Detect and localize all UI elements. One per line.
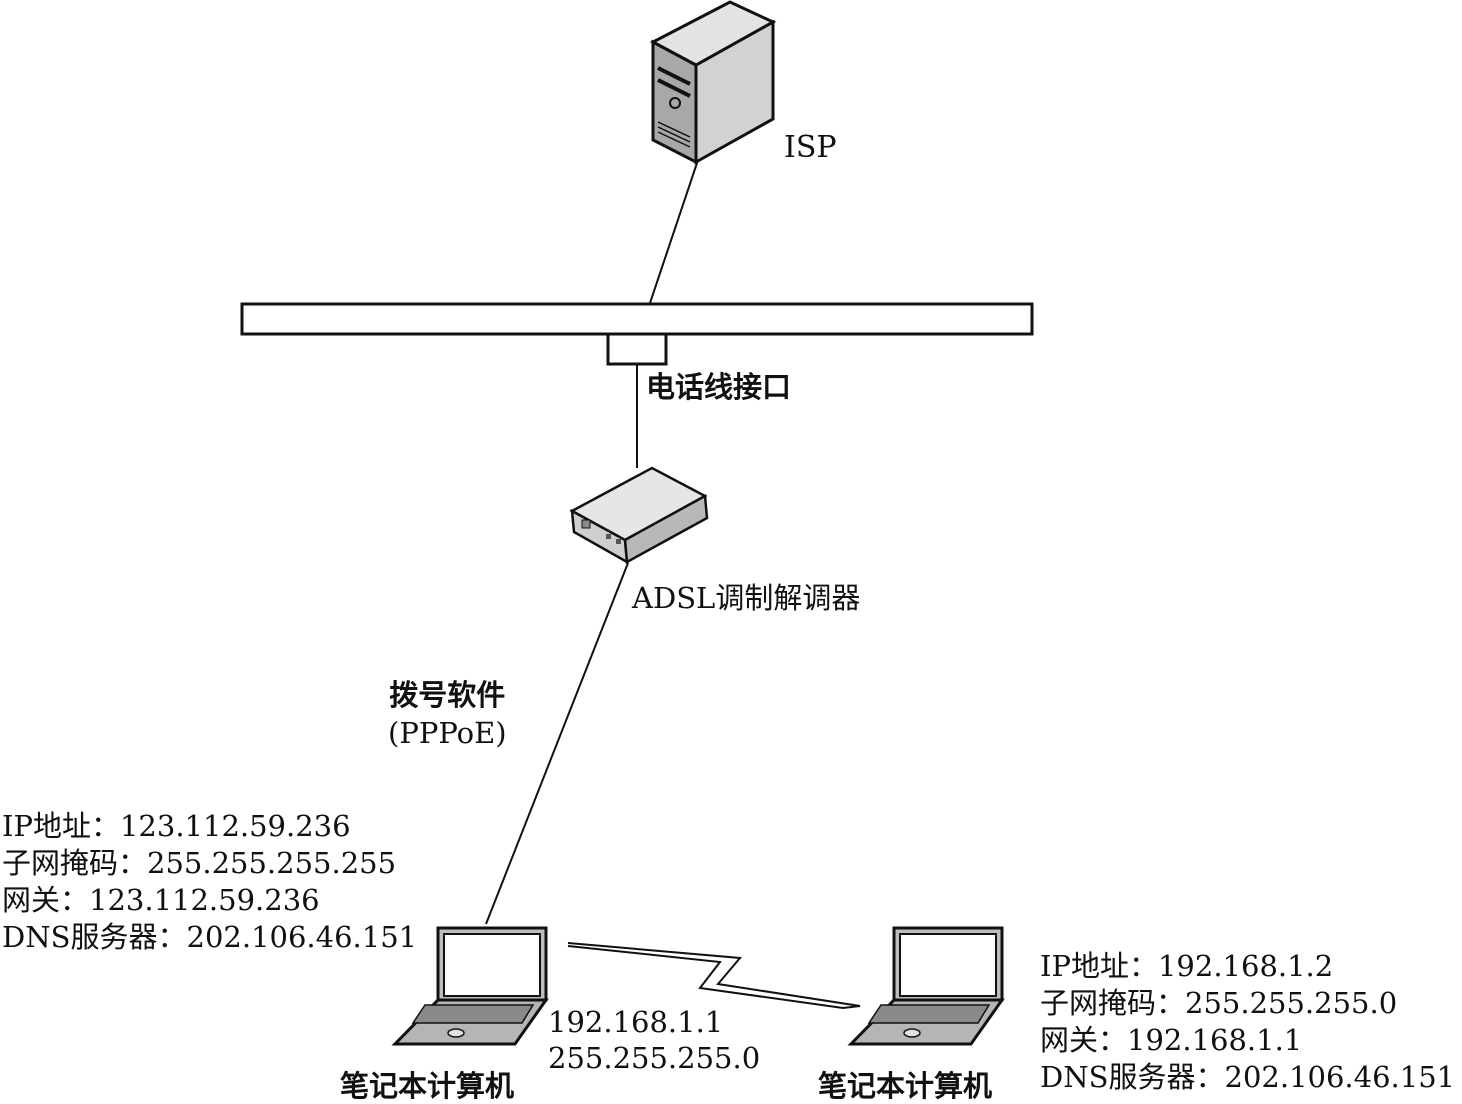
left-lan-mask: 255.255.255.0 (548, 1041, 761, 1075)
isp-label: ISP (784, 130, 837, 165)
modem-label-text: ADSL调制解调器 (632, 581, 861, 615)
dialer-label: 拨号软件 (PPPoE) (388, 676, 507, 752)
right-gateway: 网关：192.168.1.1 (1040, 1023, 1303, 1057)
dialer-label-line1: 拨号软件 (389, 678, 506, 712)
left-dns-server: DNS服务器：202.106.46.151 (2, 920, 418, 954)
right-laptop-config: IP地址：192.168.1.2 子网掩码：255.255.255.0 网关：1… (1040, 948, 1455, 1096)
left-ip-address: IP地址：123.112.59.236 (2, 809, 351, 843)
left-laptop-label: 笔记本计算机 (340, 1069, 515, 1103)
left-laptop-config: IP地址：123.112.59.236 子网掩码：255.255.255.255… (2, 808, 417, 956)
laptop-left-icon (391, 926, 549, 1046)
left-subnet-mask: 子网掩码：255.255.255.255 (2, 846, 397, 880)
modem-to-laptop-connector (485, 562, 629, 925)
isp-to-line-connector (649, 159, 699, 304)
left-gateway: 网关：123.112.59.236 (2, 883, 320, 917)
dialer-label-line2: (PPPoE) (388, 716, 507, 750)
laptop-right-icon (847, 926, 1005, 1046)
phone-jack (606, 332, 668, 366)
server-icon (649, 0, 777, 165)
modem-label: ADSL调制解调器 (632, 580, 860, 616)
phone-line-bar (240, 302, 1034, 336)
modem-icon (569, 466, 709, 565)
right-dns-server: DNS服务器：202.106.46.151 (1040, 1060, 1456, 1094)
left-lan-ip: 192.168.1.1 (548, 1005, 724, 1039)
right-laptop-label: 笔记本计算机 (818, 1069, 993, 1103)
left-laptop-lan-config: 192.168.1.1 255.255.255.0 (548, 1004, 760, 1076)
right-subnet-mask: 子网掩码：255.255.255.0 (1040, 986, 1398, 1020)
wireless-link (567, 942, 861, 1010)
phone-line-interface-label: 电话线接口 (646, 370, 792, 404)
right-ip-address: IP地址：192.168.1.2 (1040, 949, 1334, 983)
